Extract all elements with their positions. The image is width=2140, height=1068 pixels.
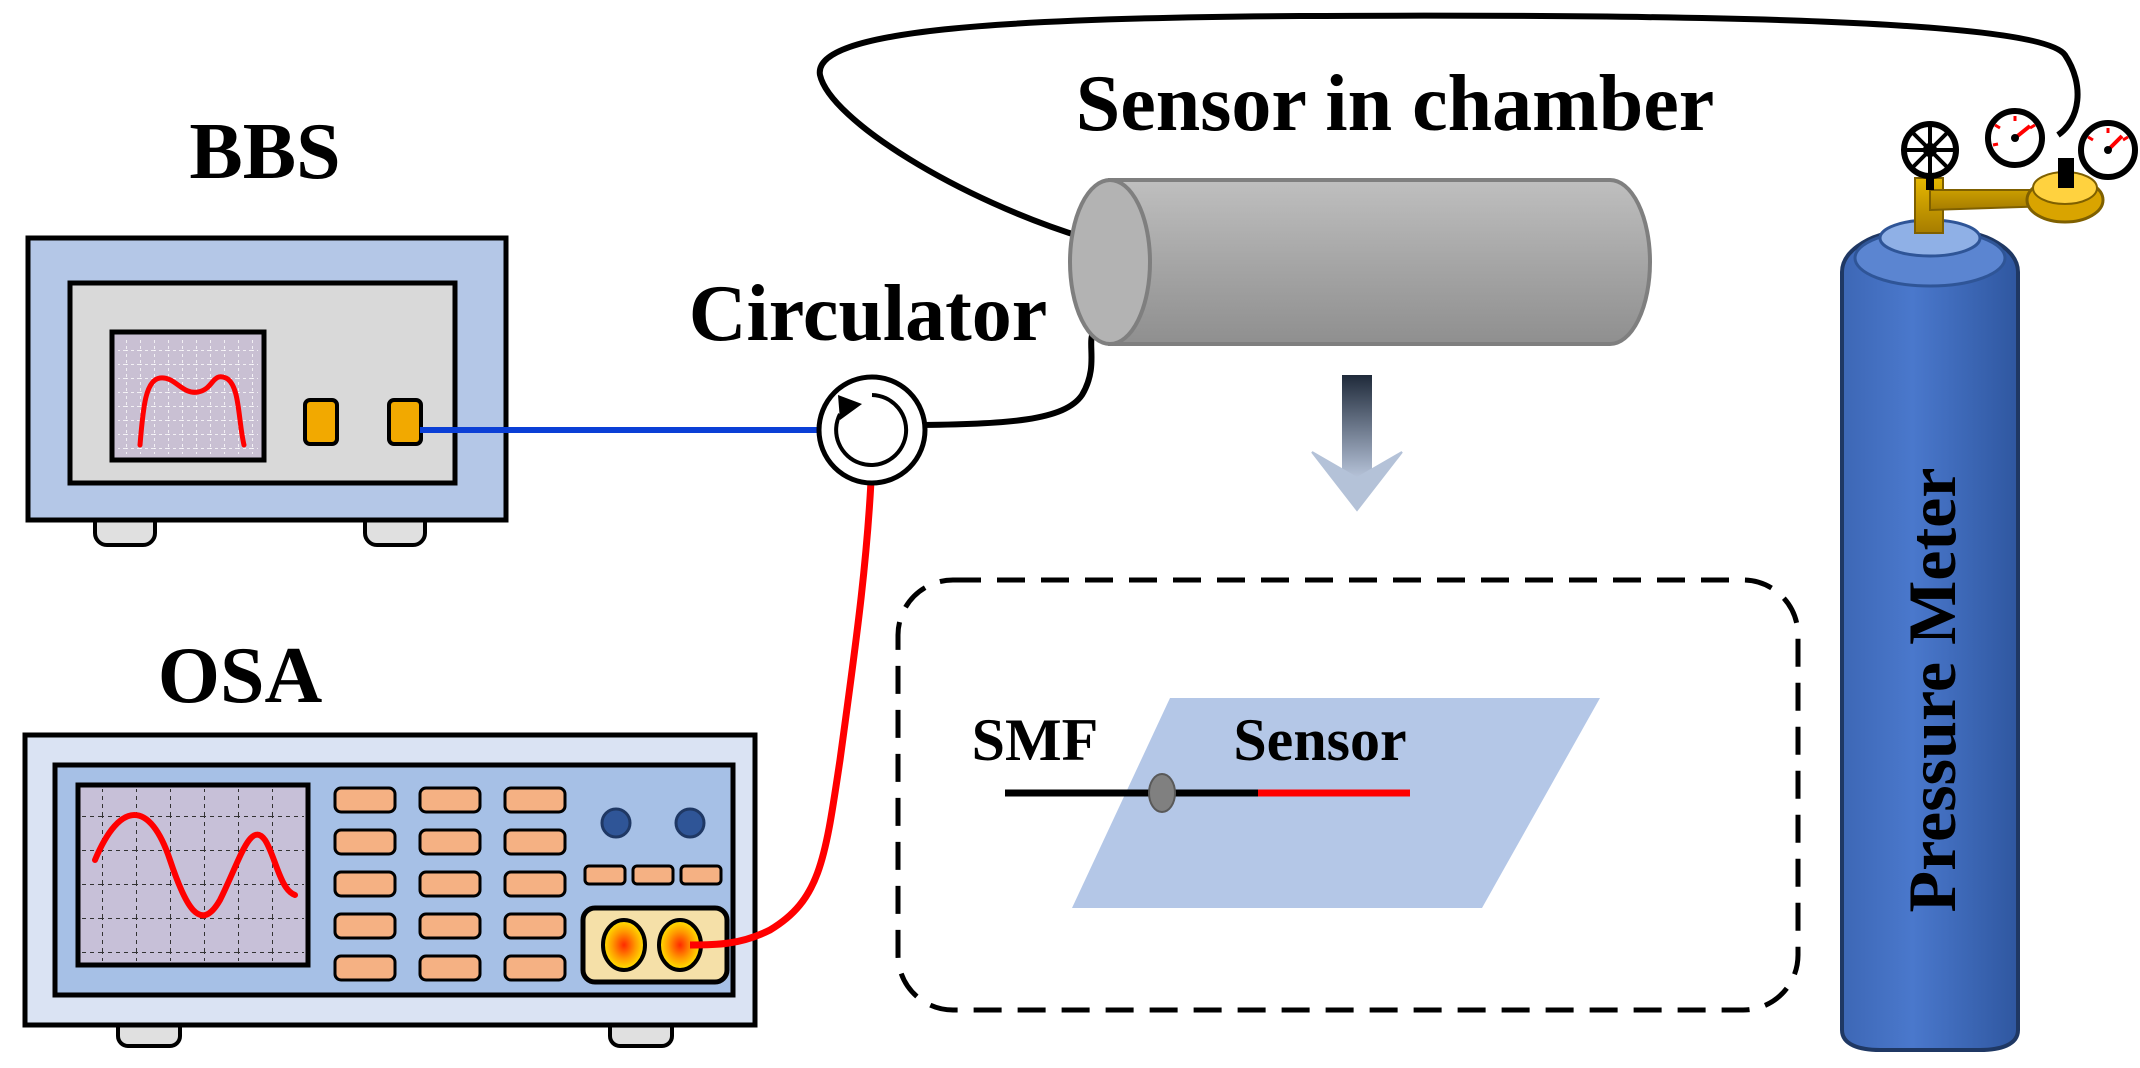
- circulator-label: Circulator: [689, 270, 1047, 358]
- tank-body: [1840, 233, 2020, 1052]
- splice-point: [1148, 773, 1176, 813]
- osa-key: [333, 870, 397, 898]
- osa-instrument: [22, 732, 758, 1048]
- bbs-knob-1: [303, 398, 339, 446]
- osa-label: OSA: [158, 632, 323, 720]
- gas-line-to-chamber: [816, 12, 2081, 241]
- osa-key: [333, 786, 397, 814]
- sensor-label: Sensor: [1233, 707, 1406, 773]
- circulator-icon: [816, 374, 928, 486]
- sensor-plane: [1072, 698, 1600, 908]
- gas-tank: [1840, 158, 2105, 1052]
- osa-key: [503, 912, 567, 940]
- osa-dial-1: [600, 807, 632, 839]
- osa-key: [418, 786, 482, 814]
- bbs-output-port: [387, 398, 423, 446]
- chamber-cylinder-body: [1108, 178, 1652, 346]
- regulator-outlet: [2058, 158, 2074, 188]
- osa-key: [503, 828, 567, 856]
- osa-key: [503, 870, 567, 898]
- osa-port-1: [601, 918, 647, 972]
- fiber-circulator-to-osa: [689, 459, 876, 949]
- chamber-label: Sensor in chamber: [1076, 60, 1715, 148]
- osa-key: [418, 870, 482, 898]
- fiber-circulator-to-chamber: [872, 317, 1108, 428]
- pressure-meter-label: Pressure Meter: [1894, 468, 1970, 913]
- osa-spectrum-trace: [92, 812, 298, 919]
- osa-key: [418, 912, 482, 940]
- osa-small-key-3: [679, 864, 723, 886]
- osa-key: [503, 786, 567, 814]
- sensor-chamber: [1068, 178, 1652, 346]
- valve-icon: [1901, 121, 1959, 190]
- chamber-cylinder-end: [1068, 178, 1152, 346]
- gauge-icon: [2078, 120, 2138, 180]
- osa-key: [503, 954, 567, 982]
- osa-screen-grid: [82, 789, 304, 961]
- osa-small-key-2: [631, 864, 675, 886]
- osa-key: [333, 912, 397, 940]
- sensor-detail-inset: [895, 577, 1801, 1013]
- down-arrow-icon: [1311, 375, 1403, 512]
- osa-key: [333, 954, 397, 982]
- smf-label: SMF: [972, 707, 1099, 773]
- bbs-label: BBS: [189, 108, 340, 196]
- osa-key: [418, 828, 482, 856]
- osa-key: [418, 954, 482, 982]
- bbs-spectrum-trace: [137, 374, 247, 448]
- gauge-icon: [1985, 108, 2045, 168]
- osa-small-key-1: [583, 864, 627, 886]
- bbs-instrument: [25, 235, 509, 547]
- osa-button-grid: [333, 786, 567, 982]
- osa-key: [333, 828, 397, 856]
- osa-dial-2: [674, 807, 706, 839]
